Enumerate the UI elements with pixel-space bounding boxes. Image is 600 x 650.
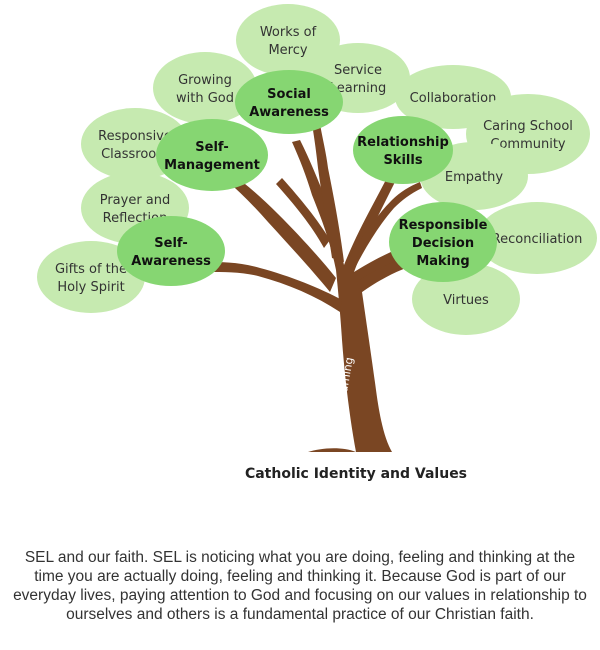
core-bubble: [156, 119, 268, 191]
outer-label: Mercy: [268, 43, 307, 58]
outer-label: Works of: [260, 25, 317, 40]
outer-label: Collaboration: [410, 91, 497, 106]
core-self-awareness: Self- Awareness: [117, 216, 225, 286]
outer-growing-with-god: Growing with God: [153, 52, 257, 124]
left-mid-branch: [276, 178, 330, 248]
core-label: Self-: [195, 140, 228, 155]
outer-bubble: [153, 52, 257, 124]
core-bubble: [353, 116, 453, 184]
left-branch-upper: [226, 174, 336, 292]
sel-caption: SEL and our faith. SEL is noticing what …: [13, 549, 587, 623]
trunk-shape: [292, 140, 420, 452]
base-label: Catholic Identity and Values: [245, 466, 467, 482]
core-bubbles: SocialAwarenessSelf-ManagementRelationsh…: [117, 70, 497, 286]
core-label: Awareness: [249, 105, 329, 120]
outer-bubble: [236, 4, 340, 76]
outer-label: Community: [490, 137, 566, 152]
core-self-management: Self- Management: [156, 119, 268, 191]
outer-bubble: [37, 241, 145, 313]
outer-label: Learning: [330, 81, 386, 96]
outer-label: Reconciliation: [492, 232, 583, 247]
outer-label: Responsive: [98, 129, 172, 144]
outer-label: Holy Spirit: [57, 280, 124, 295]
core-label: Making: [416, 254, 469, 269]
core-label: Awareness: [131, 254, 211, 269]
outer-label: Caring School: [483, 119, 573, 134]
left-branch-lower: [208, 262, 342, 312]
outer-bubble: [477, 202, 597, 274]
outer-reconciliation: Reconciliation: [477, 202, 597, 274]
core-label: Management: [164, 158, 260, 173]
outer-label: Gifts of the: [55, 262, 127, 277]
core-label: Self-: [154, 236, 187, 251]
core-bubble: [235, 70, 343, 134]
outer-works-of-mercy: Works of Mercy: [236, 4, 340, 76]
core-label: Relationship: [357, 135, 449, 150]
outer-label: Empathy: [445, 170, 503, 185]
core-bubble: [389, 202, 497, 282]
core-label: Skills: [383, 153, 422, 168]
right-branch-upper: [346, 182, 422, 270]
outer-label: Classroom: [101, 147, 169, 162]
core-label: Social: [267, 87, 311, 102]
core-label: Responsible: [399, 218, 488, 233]
outer-label: Service: [334, 63, 382, 78]
core-label: Decision: [412, 236, 474, 251]
outer-label: Virtues: [443, 293, 489, 308]
center-branch: [312, 124, 344, 262]
outer-label: with God: [176, 91, 234, 106]
tree-trunk: [208, 124, 424, 452]
core-bubble: [117, 216, 225, 286]
outer-label: Prayer and: [100, 193, 171, 208]
outer-label: Growing: [178, 73, 232, 88]
